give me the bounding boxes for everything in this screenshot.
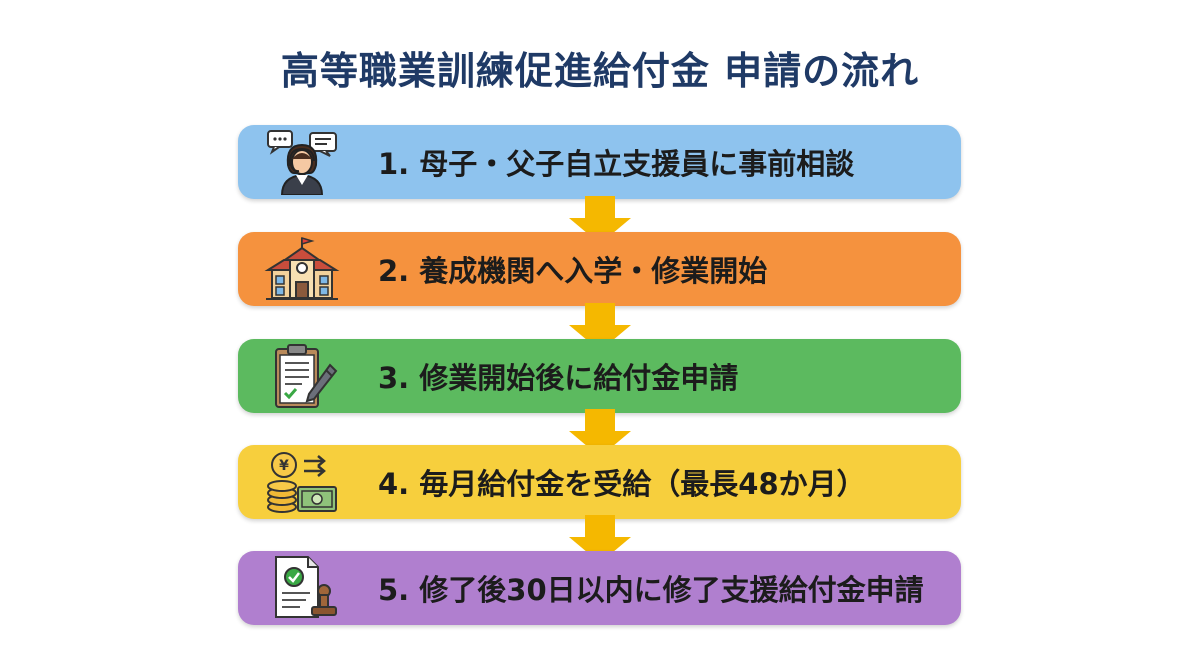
step-5-label: 5. 修了後30日以内に修了支援給付金申請 — [378, 573, 924, 607]
step-1: 1. 母子・父子自立支援員に事前相談 — [238, 125, 961, 199]
step-5: 5. 修了後30日以内に修了支援給付金申請 — [238, 551, 961, 625]
yen-coins-icon: ¥ — [264, 449, 340, 515]
arrow-down-icon — [565, 303, 635, 353]
arrow-down-icon — [565, 196, 635, 246]
step-3: 3. 修業開始後に給付金申請 — [238, 339, 961, 413]
svg-text:¥: ¥ — [279, 458, 289, 474]
arrow-down-icon — [565, 409, 635, 459]
page-title: 高等職業訓練促進給付金 申請の流れ — [280, 49, 920, 93]
step-4-label: 4. 毎月給付金を受給（最長48か月） — [378, 467, 866, 501]
arrow-down-icon — [565, 515, 635, 565]
consultant-icon — [264, 129, 340, 196]
step-4: ¥ 4. 毎月給付金を受給（最長48か月） — [238, 445, 961, 519]
step-2-label: 2. 養成機関へ入学・修業開始 — [378, 254, 768, 288]
step-3-label: 3. 修業開始後に給付金申請 — [378, 361, 739, 395]
school-icon — [264, 236, 340, 302]
step-2: 2. 養成機関へ入学・修業開始 — [238, 232, 961, 306]
clipboard-icon — [264, 343, 340, 409]
step-1-label: 1. 母子・父子自立支援員に事前相談 — [378, 147, 855, 181]
certificate-stamp-icon — [264, 555, 340, 621]
